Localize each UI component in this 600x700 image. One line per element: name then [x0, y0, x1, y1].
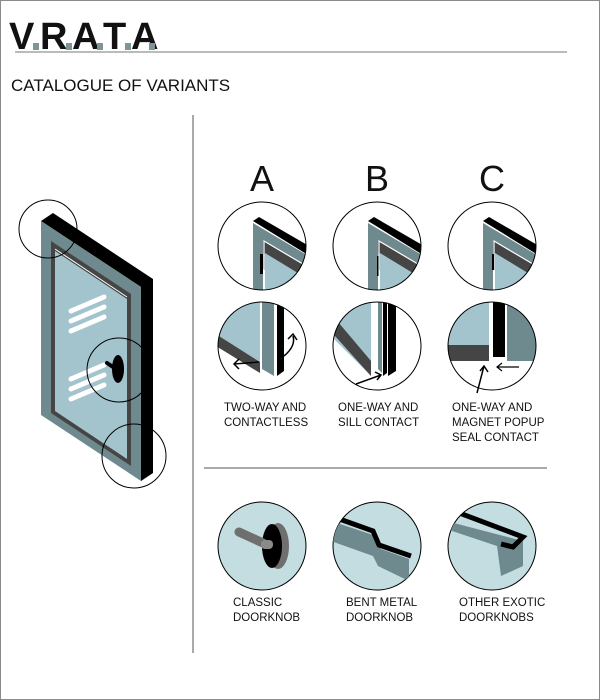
variant-letter-b: B [365, 158, 389, 199]
classic-doorknob-label-line: CLASSIC [233, 597, 282, 609]
exotic-doorknob-label-line: DOORKNOBS [459, 612, 534, 624]
door-illustration [18, 199, 167, 489]
bent-doorknob-label-line: DOORKNOB [346, 612, 413, 624]
detail-circle-knob [86, 337, 152, 403]
variant-a-corner-detail [217, 201, 307, 291]
logo-letter: V [9, 16, 35, 58]
detail-circle-bottom [101, 423, 167, 489]
bent-metal-doorknob-illustration [332, 501, 422, 591]
logo-letter: R [40, 16, 67, 58]
classic-doorknob-illustration [217, 501, 307, 591]
variant-letter-a: A [250, 158, 274, 199]
variant-c-corner-detail [447, 201, 537, 291]
variant-a-label-line: CONTACTLESS [224, 417, 308, 429]
logo-dot [66, 43, 72, 50]
classic-doorknob-label-line: DOORKNOB [233, 612, 300, 624]
logo-letter: A [131, 16, 158, 58]
logo-dot [97, 43, 103, 50]
subtitle: CATALOGUE OF VARIANTS [11, 76, 230, 95]
logo: V R A T A [9, 16, 158, 58]
variant-b-corner-detail [332, 201, 422, 291]
exotic-doorknob-illustration [447, 501, 537, 591]
variant-b-label-line: ONE-WAY AND [338, 402, 418, 414]
variant-c-label-line: ONE-WAY AND [452, 402, 532, 414]
logo-letter: A [72, 16, 99, 58]
variant-c-label-line: MAGNET POPUP [452, 417, 545, 429]
variant-a-seal-detail [217, 301, 307, 391]
exotic-doorknob-label-line: OTHER EXOTIC [459, 597, 545, 609]
variant-c-seal-detail [447, 301, 537, 394]
glass-reflection [68, 294, 107, 402]
detail-circle-corner [18, 199, 78, 259]
variant-a-label-line: TWO-WAY AND [224, 402, 306, 414]
variant-c-label-line: SEAL CONTACT [452, 432, 539, 444]
variant-b-label-line: SILL CONTACT [338, 417, 419, 429]
logo-dot [149, 43, 155, 50]
logo-dot [125, 43, 131, 50]
variant-b-seal-detail [332, 301, 422, 391]
logo-letter: T [103, 16, 126, 58]
logo-dot [33, 43, 39, 50]
bent-doorknob-label-line: BENT METAL [346, 597, 418, 609]
variant-letter-c: C [479, 158, 505, 199]
